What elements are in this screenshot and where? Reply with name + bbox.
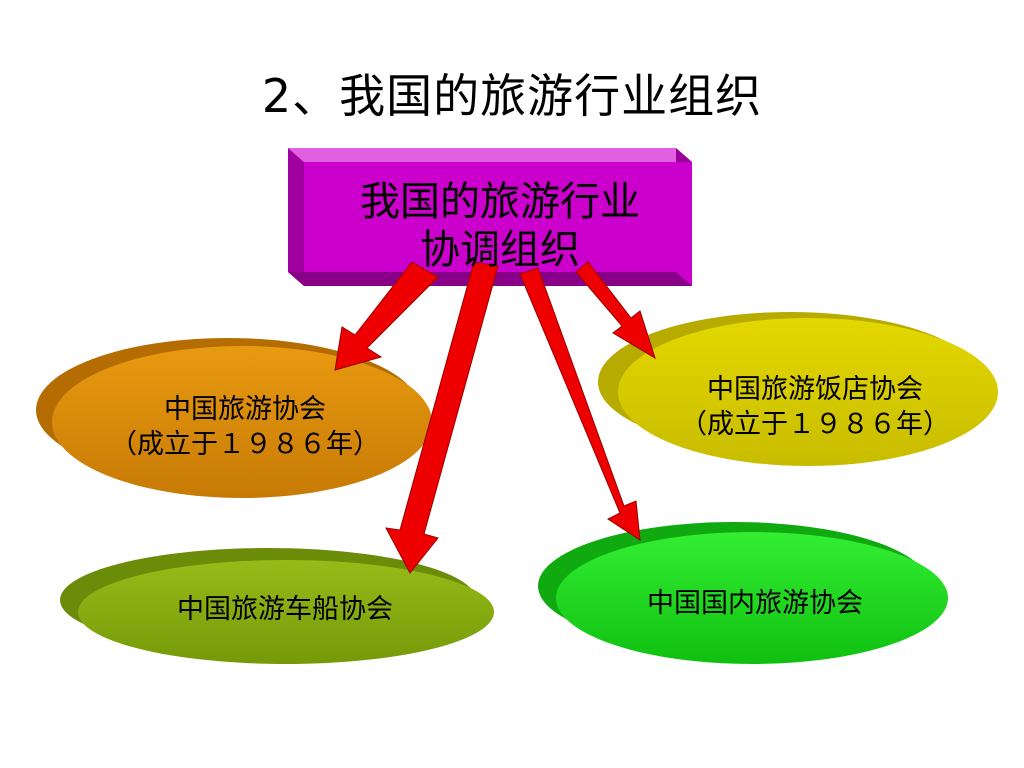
node-ellipse-tourism-association <box>36 338 432 498</box>
node-hotel-association: 中国旅游饭店协会 （成立于１９８６年） <box>620 372 1010 442</box>
node-label: 中国国内旅游协会 <box>647 588 863 619</box>
node-vehicle-ship-association: 中国旅游车船协会 <box>90 592 480 627</box>
arrow-to-hotel-association <box>575 261 656 360</box>
node-sublabel: （成立于１９８６年） <box>680 409 950 441</box>
node-label: 中国旅游车船协会 <box>177 594 393 625</box>
node-domestic-association: 中国国内旅游协会 <box>560 586 950 621</box>
root-label-line2: 协调组织 <box>420 227 580 273</box>
node-ellipse-domestic-association <box>538 522 948 664</box>
arrow-to-domestic-association <box>519 267 641 541</box>
node-sublabel: （成立于１９８６年） <box>110 429 380 461</box>
arrow-to-tourism-association <box>334 261 439 371</box>
node-ellipse-hotel-association <box>598 312 998 466</box>
node-ellipse-vehicle-ship-association <box>60 548 494 664</box>
root-label: 我国的旅游行业 协调组织 <box>300 178 700 274</box>
arrow-to-vehicle-ship-association <box>385 261 499 574</box>
node-tourism-association: 中国旅游协会 （成立于１９８６年） <box>50 392 440 462</box>
page-title: 2、我国的旅游行业组织 <box>261 69 763 123</box>
node-label: 中国旅游饭店协会 <box>707 374 923 405</box>
node-label: 中国旅游协会 <box>164 394 326 425</box>
root-label-line1: 我国的旅游行业 <box>360 179 640 225</box>
